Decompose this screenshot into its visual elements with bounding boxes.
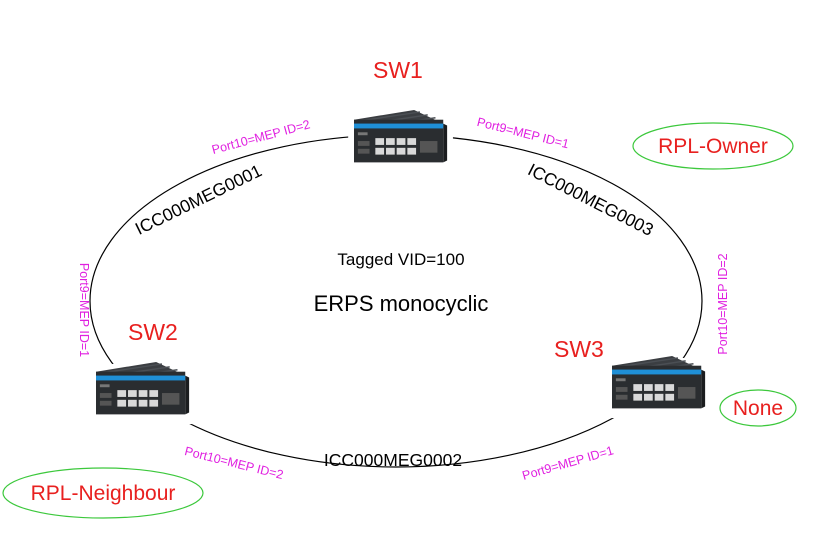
diagram-center-title: ERPS monocyclic bbox=[314, 291, 489, 316]
switch-device-sw3 bbox=[606, 355, 711, 419]
switch-label-sw2: SW2 bbox=[128, 319, 178, 345]
role-label-neighbour: RPL-Neighbour bbox=[31, 482, 176, 505]
role-ellipse-neighbour bbox=[2, 467, 204, 519]
switch-label-sw3: SW3 bbox=[554, 336, 604, 362]
port-label-sw3-top: Port10=MEP ID=2 bbox=[716, 253, 730, 354]
meg-label-left: ICC000MEG0001 bbox=[132, 160, 265, 239]
role-ellipse-none bbox=[719, 389, 797, 427]
role-ellipse-owner bbox=[632, 122, 794, 170]
vid-label: Tagged VID=100 bbox=[337, 250, 464, 269]
switch-device-sw2 bbox=[90, 361, 195, 425]
switch-device-sw1 bbox=[348, 109, 453, 173]
meg-label-bottom: ICC000MEG0002 bbox=[324, 450, 462, 470]
switch-label-sw1: SW1 bbox=[373, 57, 423, 83]
port-label-sw1-right: Port9=MEP ID=1 bbox=[476, 115, 571, 151]
role-label-none: None bbox=[733, 397, 783, 420]
port-label-sw2-bottom: Port10=MEP ID=2 bbox=[183, 444, 285, 482]
port-label-sw1-left: Port10=MEP ID=2 bbox=[210, 117, 311, 157]
port-label-sw2-top: Port9=MEP ID=1 bbox=[77, 263, 91, 357]
role-label-owner: RPL-Owner bbox=[658, 135, 768, 158]
meg-label-right: ICC000MEG0003 bbox=[525, 159, 657, 240]
